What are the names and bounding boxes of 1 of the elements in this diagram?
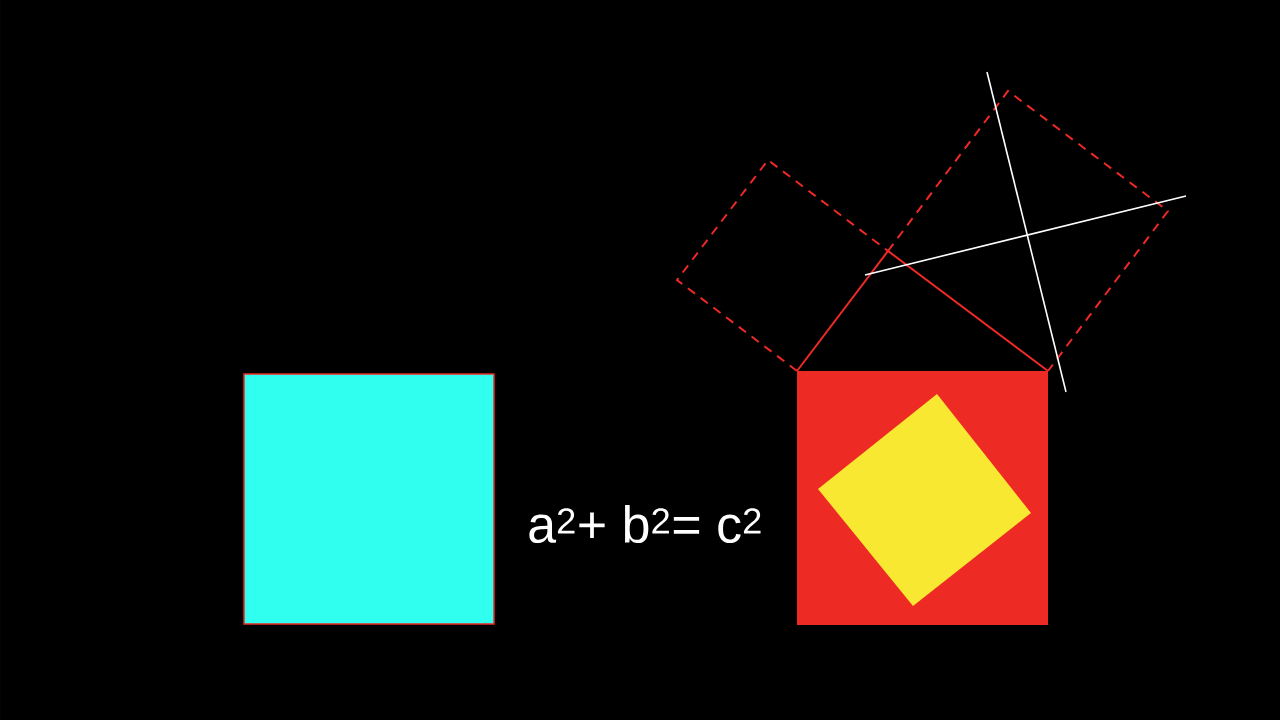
formula-text: a$^{2}$+ b$^{2}$= c$^{2}$ [529, 504, 761, 544]
